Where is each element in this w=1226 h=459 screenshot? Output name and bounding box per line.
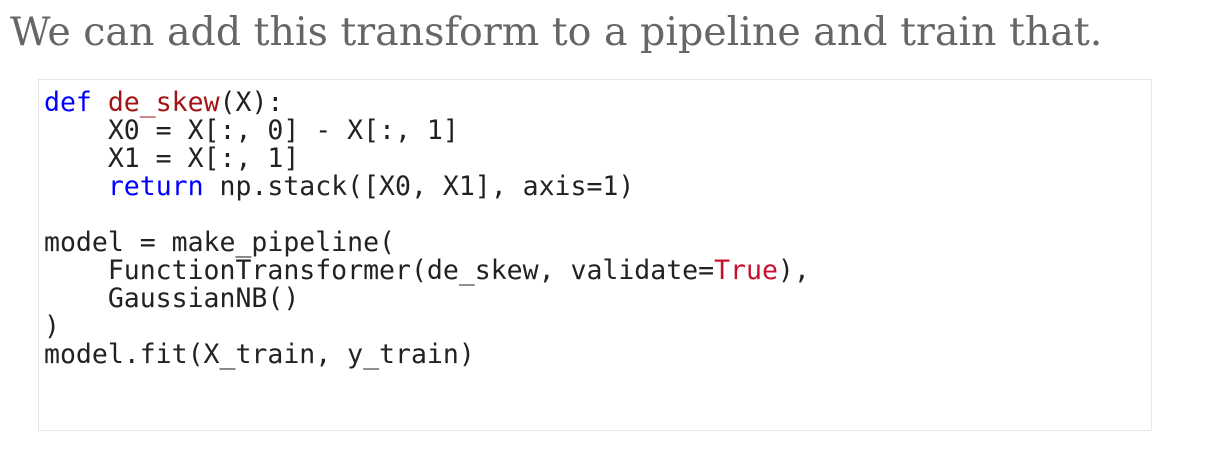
code-indent — [44, 171, 108, 202]
code-content: def de_skew(X): X0 = X[:, 0] - X[:, 1] X… — [44, 89, 810, 369]
code-line-return: return np.stack([X0, X1], axis=1) — [44, 173, 810, 201]
transformer-call-end: ), — [777, 255, 810, 286]
code-space — [92, 87, 108, 118]
code-line-gaussiannb: GaussianNB() — [44, 283, 300, 314]
code-line-model-assign: model = make_pipeline( — [44, 227, 395, 258]
keyword-def: def — [44, 87, 92, 118]
function-name: de_skew — [107, 87, 220, 118]
code-line-x0: X0 = X[:, 0] - X[:, 1] — [44, 115, 459, 146]
return-expression: np.stack([X0, X1], axis=1) — [203, 171, 635, 202]
function-params: (X): — [219, 87, 284, 118]
code-line-def: def de_skew(X): — [44, 89, 810, 117]
code-line-function-transformer: FunctionTransformer(de_skew, validate=Tr… — [44, 257, 810, 285]
transformer-call: FunctionTransformer(de_skew, validate= — [44, 255, 715, 286]
keyword-return: return — [107, 171, 204, 202]
code-line-close-paren: ) — [44, 311, 60, 342]
constant-true: True — [714, 255, 778, 286]
code-line-blank — [44, 201, 810, 229]
code-line-model-fit: model.fit(X_train, y_train) — [44, 339, 475, 370]
code-line-x1: X1 = X[:, 1] — [44, 143, 300, 174]
paragraph-text: We can add this transform to a pipeline … — [10, 9, 1103, 55]
code-block: def de_skew(X): X0 = X[:, 0] - X[:, 1] X… — [38, 79, 1152, 431]
